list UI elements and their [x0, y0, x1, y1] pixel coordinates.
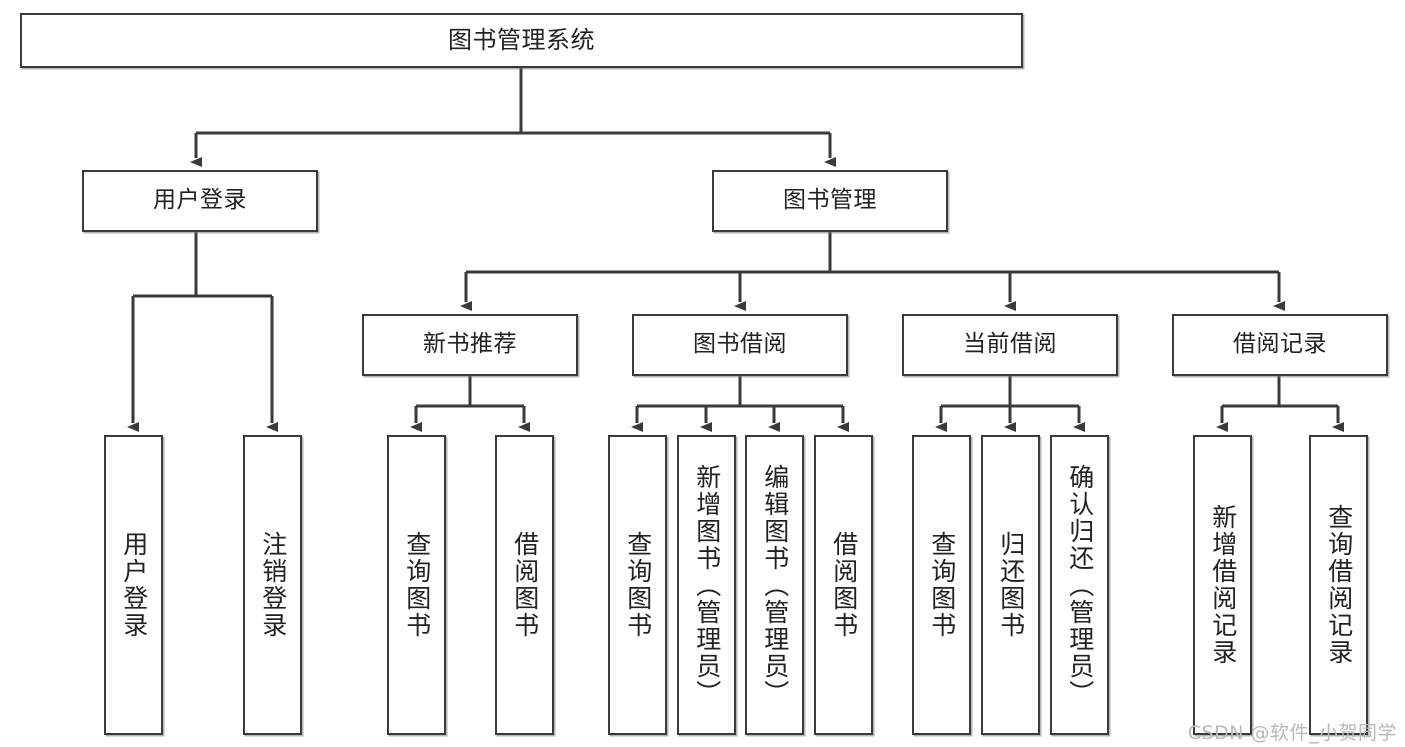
- leaf-borrow-book[interactable]: 借阅图书: [814, 435, 873, 735]
- leaf-query-book-borrow[interactable]: 查询图书: [608, 435, 667, 735]
- leaf-add-book-admin[interactable]: 新增图书（管理员）: [677, 435, 736, 735]
- node-label: 用户登录: [119, 531, 149, 639]
- leaf-query-book-recommend[interactable]: 查询图书: [387, 435, 446, 735]
- node-label: 注销登录: [258, 531, 288, 639]
- leaf-user-login[interactable]: 用户登录: [104, 435, 163, 735]
- node-book-borrow[interactable]: 图书借阅: [632, 314, 848, 376]
- node-label: 借阅图书: [829, 531, 859, 639]
- node-label: 新增借阅记录: [1208, 504, 1238, 666]
- node-book-management[interactable]: 图书管理: [712, 170, 948, 232]
- node-new-book-recommend[interactable]: 新书推荐: [362, 314, 578, 376]
- node-label: 归还图书: [996, 531, 1026, 639]
- node-label: 查询借阅记录: [1324, 504, 1354, 666]
- node-label: 查询图书: [402, 531, 432, 639]
- node-label: 图书管理系统: [448, 26, 595, 55]
- leaf-edit-book-admin[interactable]: 编辑图书（管理员）: [745, 435, 804, 735]
- leaf-return-book[interactable]: 归还图书: [981, 435, 1040, 735]
- node-current-borrow[interactable]: 当前借阅: [902, 314, 1118, 376]
- node-label: 编辑图书（管理员）: [760, 463, 790, 707]
- watermark-text: CSDN @软件_小贺同学: [1187, 722, 1397, 744]
- node-label: 图书管理: [783, 187, 877, 214]
- node-label: 新增图书（管理员）: [692, 463, 722, 707]
- node-user-login[interactable]: 用户登录: [82, 170, 318, 232]
- leaf-borrow-book-recommend[interactable]: 借阅图书: [495, 435, 554, 735]
- node-root-book-management-system[interactable]: 图书管理系统: [20, 13, 1023, 68]
- leaf-add-borrow-record[interactable]: 新增借阅记录: [1193, 435, 1252, 735]
- node-label: 图书借阅: [693, 331, 787, 358]
- node-label: 新书推荐: [423, 331, 517, 358]
- leaf-logout[interactable]: 注销登录: [243, 435, 302, 735]
- leaf-query-borrow-record[interactable]: 查询借阅记录: [1309, 435, 1368, 735]
- node-label: 查询图书: [623, 531, 653, 639]
- node-label: 借阅图书: [510, 531, 540, 639]
- node-label: 用户登录: [153, 187, 247, 214]
- node-label: 借阅记录: [1233, 331, 1327, 358]
- node-label: 确认归还（管理员）: [1065, 463, 1095, 707]
- node-label: 查询图书: [927, 531, 957, 639]
- node-label: 当前借阅: [963, 331, 1057, 358]
- leaf-query-book-current[interactable]: 查询图书: [912, 435, 971, 735]
- node-borrow-record[interactable]: 借阅记录: [1172, 314, 1388, 376]
- leaf-confirm-return-admin[interactable]: 确认归还（管理员）: [1050, 435, 1109, 735]
